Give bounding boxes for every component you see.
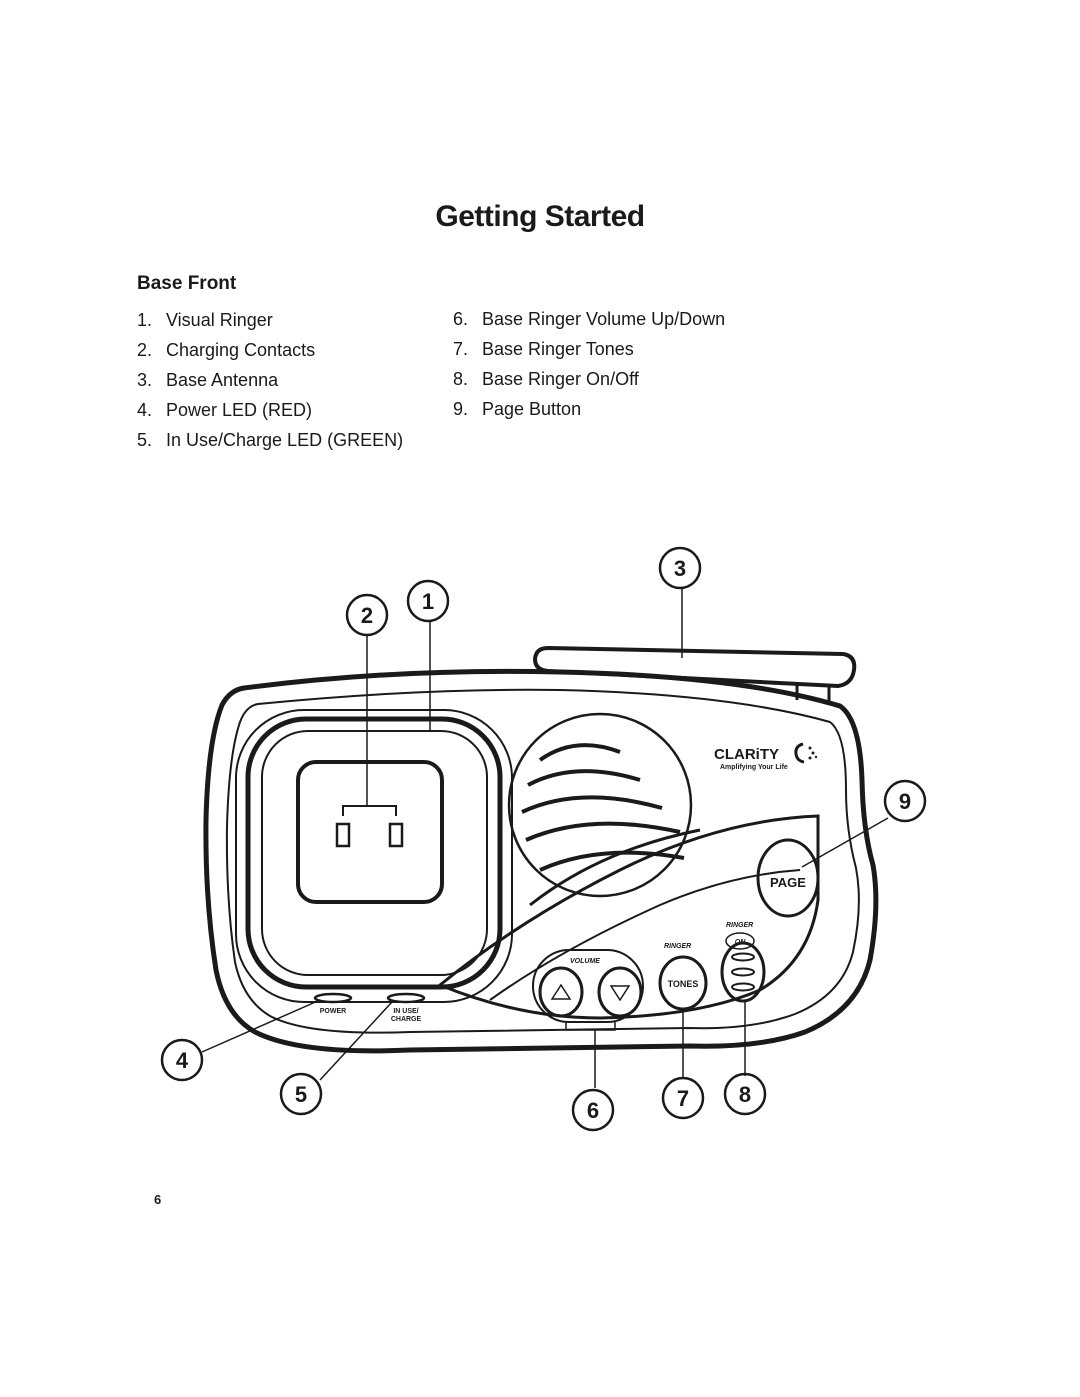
ringer-switch[interactable]: RINGER ON xyxy=(720,922,766,1003)
item-label: Base Antenna xyxy=(166,370,279,390)
list-item: 5. In Use/Charge LED (GREEN) xyxy=(120,425,403,455)
clarity-logo: CLARiTY Amplifying Your Life xyxy=(714,742,818,771)
svg-text:2: 2 xyxy=(361,603,373,628)
logo-mark-icon xyxy=(794,742,805,764)
charging-contact-right xyxy=(388,822,404,848)
callout-8: 8 xyxy=(723,1072,767,1116)
callout-2: 2 xyxy=(345,593,389,637)
item-number: 8. xyxy=(452,369,468,389)
tones-button[interactable]: RINGER TONES xyxy=(658,943,708,1011)
parts-list-left: 1. Visual Ringer 2. Charging Contacts 3. Ba… xyxy=(120,305,403,455)
item-number: 2. xyxy=(136,340,152,360)
callout-1: 1 xyxy=(406,579,450,623)
item-number: 5. xyxy=(136,430,152,450)
list-item: 6. Base Ringer Volume Up/Down xyxy=(436,304,725,334)
up-arrow-icon xyxy=(550,983,572,1000)
list-item: 2. Charging Contacts xyxy=(120,335,403,365)
item-label: Base Ringer Volume Up/Down xyxy=(482,309,726,329)
callout-4: 4 xyxy=(160,1038,204,1082)
callout-5: 5 xyxy=(279,1072,323,1116)
speaker-grille xyxy=(507,712,693,898)
callout-lines xyxy=(201,588,889,1088)
item-label: Visual Ringer xyxy=(166,310,273,330)
page-title: Getting Started xyxy=(435,200,645,233)
page-button[interactable]: PAGE xyxy=(756,838,820,918)
list-item: 3. Base Antenna xyxy=(120,365,403,395)
inuse-label: IN USE/ xyxy=(393,1008,418,1015)
volume-group: VOLUME xyxy=(532,949,644,1023)
volume-down-button[interactable] xyxy=(597,966,643,1018)
item-label: Base Ringer Tones xyxy=(482,339,634,359)
base-body xyxy=(203,668,879,1054)
item-label: In Use/Charge LED (GREEN) xyxy=(166,430,404,450)
volume-up-button[interactable] xyxy=(538,966,584,1018)
ringer-label: RINGER xyxy=(664,943,691,950)
svg-text:8: 8 xyxy=(739,1082,751,1107)
charging-contact-left xyxy=(335,822,351,848)
item-number: 6. xyxy=(452,309,468,329)
svg-text:3: 3 xyxy=(674,556,686,581)
control-panel xyxy=(437,814,820,1020)
page-button-label: PAGE xyxy=(770,875,806,890)
item-number: 9. xyxy=(452,399,468,419)
item-label: Charging Contacts xyxy=(166,340,316,360)
item-number: 3. xyxy=(136,370,152,390)
list-item: 1. Visual Ringer xyxy=(120,305,403,335)
svg-text:5: 5 xyxy=(295,1082,307,1107)
svg-text:1: 1 xyxy=(422,589,434,614)
power-led: POWER xyxy=(313,992,353,1015)
list-item: 8. Base Ringer On/Off xyxy=(436,364,725,394)
ringer-on-label: RINGER xyxy=(726,922,753,929)
volume-label: VOLUME xyxy=(570,958,600,965)
callout-6: 6 xyxy=(571,1088,615,1132)
logo-tagline: Amplifying Your Life xyxy=(720,764,788,771)
item-number: 4. xyxy=(136,400,152,420)
section-heading: Base Front xyxy=(137,273,237,294)
charge-label: CHARGE xyxy=(391,1016,422,1023)
page-number: 6 xyxy=(154,1192,162,1207)
callout-7: 7 xyxy=(661,1076,705,1120)
item-number: 7. xyxy=(452,339,468,359)
list-item: 9. Page Button xyxy=(436,394,725,424)
svg-text:7: 7 xyxy=(677,1086,689,1111)
in-use-charge-led: IN USE/ CHARGE xyxy=(386,992,426,1023)
svg-text:9: 9 xyxy=(899,789,911,814)
svg-text:6: 6 xyxy=(587,1098,599,1123)
list-item: 4. Power LED (RED) xyxy=(120,395,403,425)
logo-text: CLARiTY xyxy=(714,746,779,763)
down-arrow-icon xyxy=(609,985,631,1002)
item-number: 1. xyxy=(136,310,152,330)
charging-cradle xyxy=(235,709,513,1003)
list-item: 7. Base Ringer Tones xyxy=(436,334,725,364)
power-label: POWER xyxy=(320,1008,346,1015)
item-label: Base Ringer On/Off xyxy=(482,369,639,389)
svg-text:4: 4 xyxy=(176,1048,189,1073)
item-label: Page Button xyxy=(482,399,582,419)
tones-button-label: TONES xyxy=(668,979,699,989)
item-label: Power LED (RED) xyxy=(166,400,313,420)
parts-list-right: 6. Base Ringer Volume Up/Down 7. Base Ring… xyxy=(436,304,725,424)
callout-9: 9 xyxy=(883,779,927,823)
callout-3: 3 xyxy=(658,546,702,590)
